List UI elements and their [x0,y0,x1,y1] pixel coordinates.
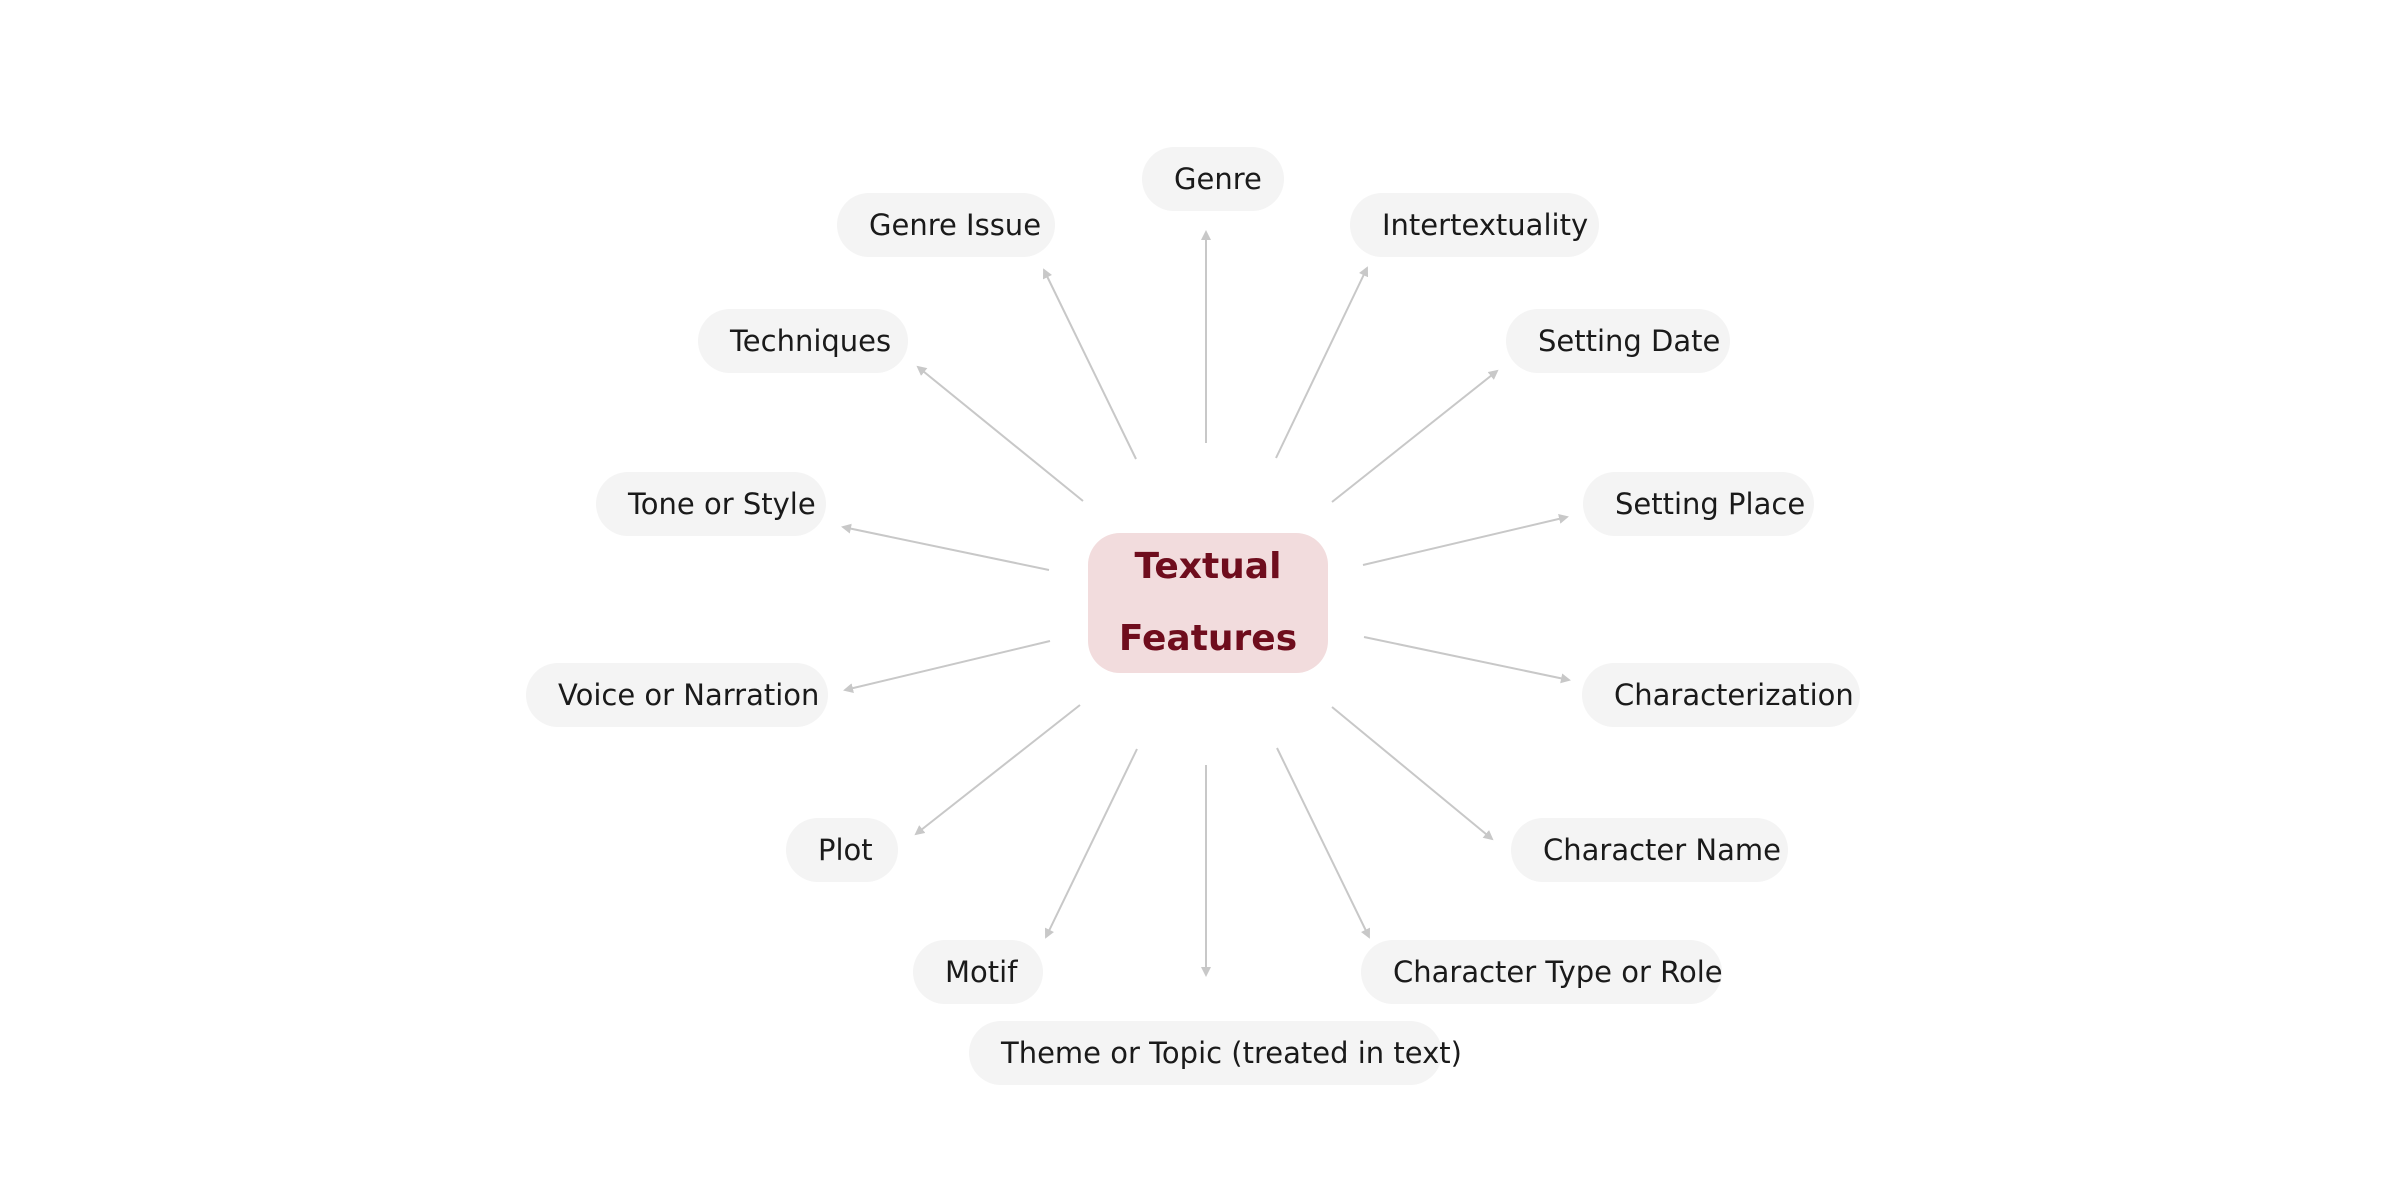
node-genre: Genre [1142,147,1284,211]
node-theme-or-topic: Theme or Topic (treated in text) [969,1021,1462,1085]
node-techniques: Techniques [698,309,908,373]
connector-characterization [1363,636,1571,684]
center-node-line-2: Features [1118,618,1298,659]
node-genre-issue: Genre Issue [837,193,1055,257]
connector-genre-issue [1043,268,1137,460]
connector-tone-or-style [841,523,1050,571]
center-node-textual-features: Textual Features [1088,533,1328,673]
node-intertextuality: Intertextuality [1350,193,1599,257]
connector-voice-or-narration [843,640,1051,694]
connector-techniques [916,365,1084,502]
connector-motif [1044,748,1138,939]
node-tone-or-style: Tone or Style [596,472,826,536]
node-character-type-or-role: Character Type or Role [1361,940,1723,1004]
connector-character-name [1331,706,1494,841]
connector-character-type-or-role [1276,747,1370,939]
center-node-line-1: Textual [1134,546,1282,587]
node-setting-place: Setting Place [1583,472,1814,536]
node-characterization: Characterization [1582,663,1860,727]
connector-setting-place [1362,513,1569,566]
node-character-name: Character Name [1511,818,1788,882]
connector-intertextuality [1275,266,1369,459]
connector-plot [914,704,1081,836]
node-voice-or-narration: Voice or Narration [526,663,828,727]
node-plot: Plot [786,818,898,882]
node-motif: Motif [913,940,1043,1004]
node-setting-date: Setting Date [1506,309,1730,373]
connector-setting-date [1331,369,1499,503]
